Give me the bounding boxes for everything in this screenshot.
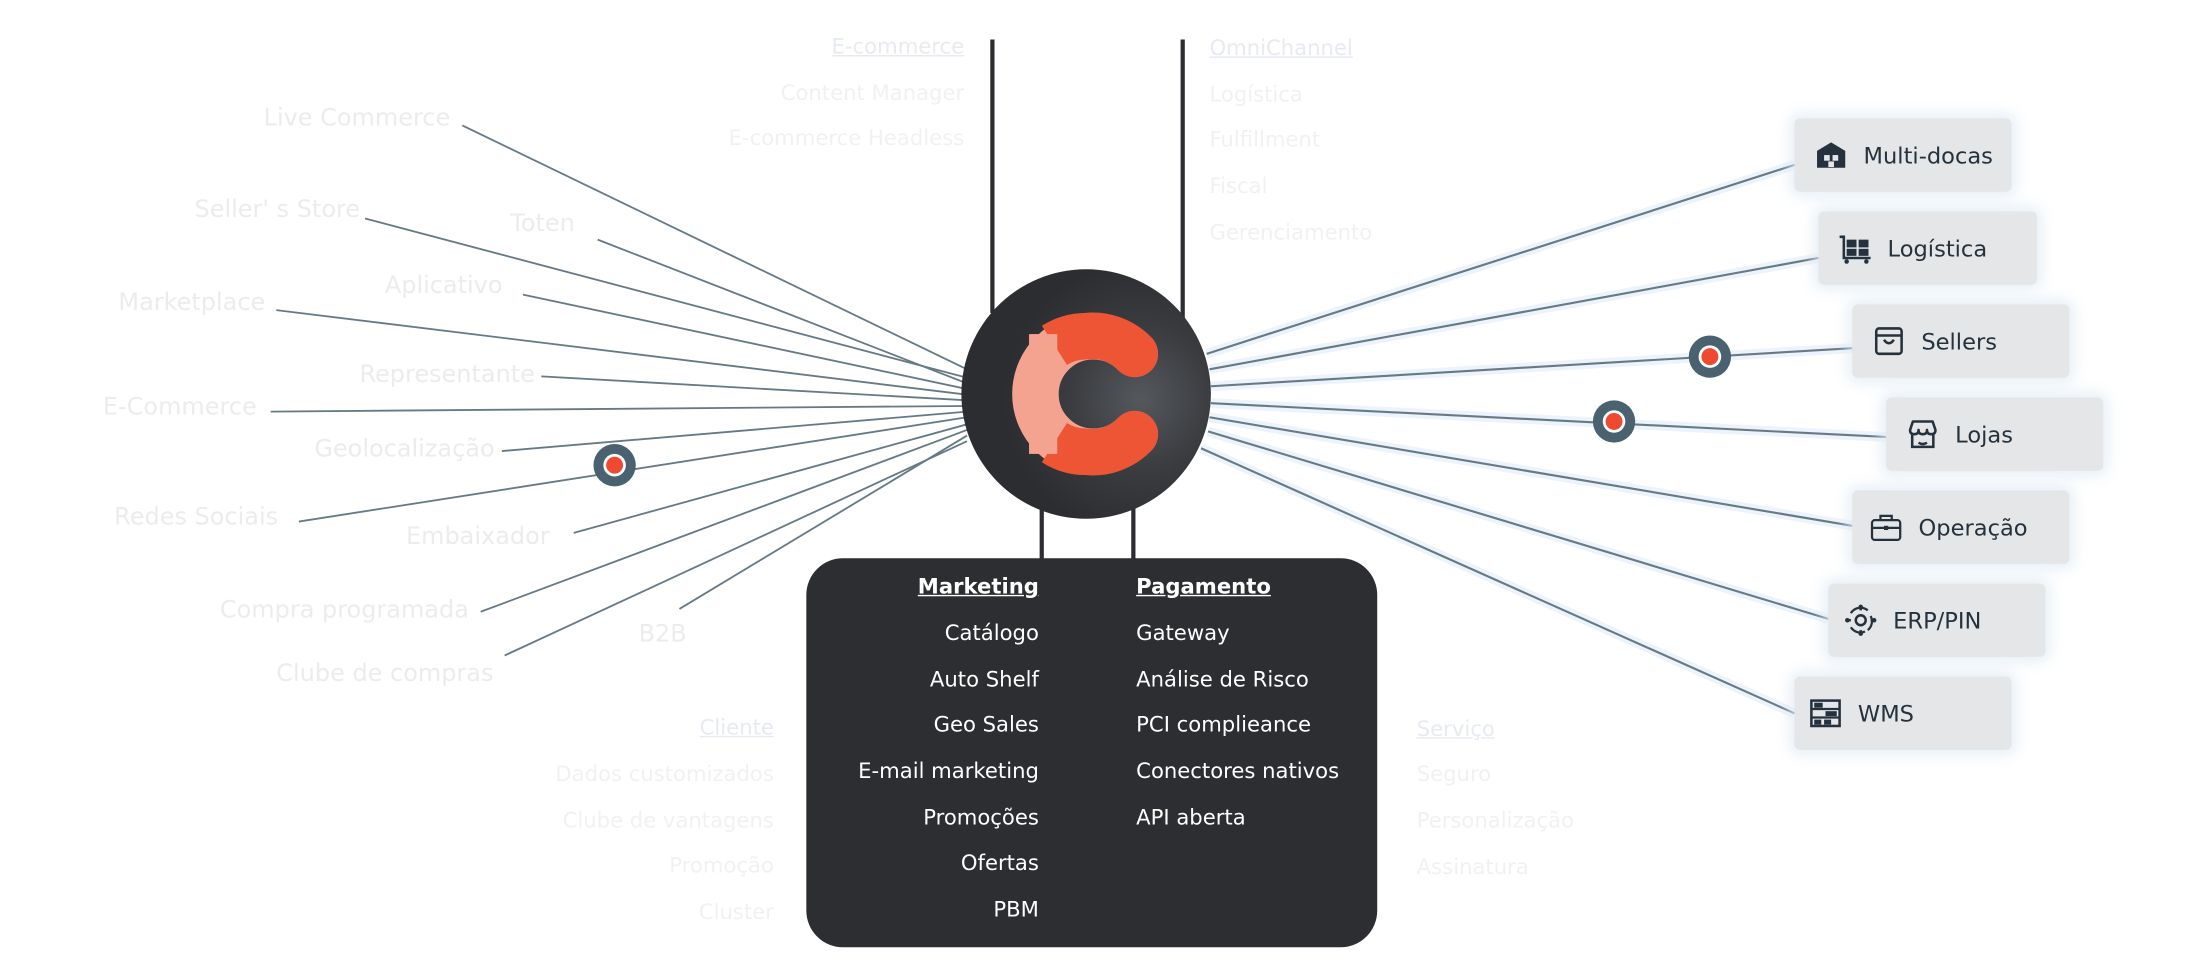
integration-card-sellers: Sellers <box>1852 304 2070 378</box>
line-multi-docas <box>1206 163 1795 355</box>
channel-label: Toten <box>510 210 575 239</box>
line-wms <box>1200 447 1795 715</box>
connector-dot <box>1688 335 1732 378</box>
channel-label: E-Commerce <box>102 393 257 422</box>
omnichannel-item: Gerenciamento <box>1209 219 1373 246</box>
channel-label: B2B <box>638 620 687 649</box>
servico-item: Seguro <box>1416 761 1492 787</box>
omnichannel-item: Fulfillment <box>1209 126 1321 153</box>
line-embaixador <box>573 423 968 534</box>
integration-label: WMS <box>1857 699 1914 727</box>
integration-label: Sellers <box>1921 327 1997 355</box>
integration-label: Lojas <box>1955 420 2014 448</box>
warehouse-icon <box>1814 138 1848 172</box>
cart-boxes-icon <box>1838 231 1872 265</box>
integration-card-operacao: Operação <box>1852 490 2070 564</box>
pagamento-heading: Pagamento <box>1136 573 1271 600</box>
ecommerce-heading: E-commerce <box>831 33 965 60</box>
services-box: Marketing Catálogo Auto Shelf Geo Sales … <box>806 558 1378 948</box>
marketing-item: PBM <box>993 896 1039 923</box>
integration-lines <box>1200 163 1887 715</box>
channel-label: Representante <box>359 360 535 390</box>
channel-label: Embaixador <box>405 522 550 552</box>
integration-label: Logística <box>1887 234 1988 262</box>
pagamento-item: API aberta <box>1136 804 1246 830</box>
integration-card-erp-pin: ERP/PIN <box>1828 583 2046 657</box>
integration-label: Multi-docas <box>1863 141 1993 169</box>
storefront-icon <box>1906 417 1940 451</box>
pagamento-item: Gateway <box>1136 620 1230 646</box>
marketing-item: Ofertas <box>960 850 1039 877</box>
line-compra-programada <box>480 429 968 613</box>
ecommerce-item: Content Manager <box>780 80 965 106</box>
line-sellers-store <box>364 217 968 379</box>
briefcase-icon <box>1869 510 1903 544</box>
channel-label: Redes Sociais <box>114 503 279 532</box>
line-clube-de-compras <box>504 440 968 657</box>
omnichannel-item: Fiscal <box>1209 173 1268 199</box>
line-lojas <box>1210 402 1887 439</box>
marketing-item: Geo Sales <box>933 712 1039 738</box>
line-b2b <box>678 434 968 610</box>
line-toten <box>597 238 968 385</box>
channel-label: Live Commerce <box>263 104 451 133</box>
marketing-item: Auto Shelf <box>929 666 1039 692</box>
marketing-heading: Marketing <box>917 573 1039 600</box>
shopping-bag-icon <box>1872 324 1906 358</box>
ecommerce-item: E-commerce Headless <box>728 125 965 151</box>
c-logo-icon <box>961 269 1211 519</box>
channel-label: Geolocalização <box>314 435 495 464</box>
integration-card-wms: WMS <box>1794 676 2012 750</box>
line-ecommerce <box>270 405 968 413</box>
integration-card-multi-docas: Multi-docas <box>1794 118 2012 192</box>
integration-card-lojas: Lojas <box>1886 397 2104 471</box>
integration-label: ERP/PIN <box>1893 606 1982 634</box>
channel-label: Aplicativo <box>384 272 503 301</box>
gear-network-icon <box>1844 603 1878 637</box>
marketing-item: Promoções <box>923 804 1039 830</box>
channel-label: Compra programada <box>219 596 469 625</box>
cliente-heading: Cliente <box>699 714 774 741</box>
connector-dot <box>593 444 636 487</box>
channel-label: Seller' s Store <box>194 195 361 225</box>
line-aplicativo <box>522 293 968 390</box>
line-logistica <box>1209 256 1819 371</box>
cliente-item: Dados customizados <box>555 761 774 787</box>
servico-heading: Serviço <box>1416 716 1495 742</box>
omnichannel-heading: OmniChannel <box>1209 35 1353 61</box>
pagamento-column: Pagamento Gateway Análise de Risco PCI c… <box>1136 569 1339 846</box>
marketing-item: Catálogo <box>944 620 1039 646</box>
servico-item: Personalização <box>1416 807 1575 834</box>
line-erp-pin <box>1207 430 1829 620</box>
shelves-icon <box>1809 696 1843 730</box>
servico-item: Assinatura <box>1416 854 1529 880</box>
channel-label: Marketplace <box>118 288 266 318</box>
line-sellers <box>1210 347 1853 388</box>
line-marketplace <box>276 309 968 396</box>
marketing-item: E-mail marketing <box>858 758 1039 784</box>
pagamento-item: Análise de Risco <box>1136 666 1309 692</box>
omnichannel-item: Logística <box>1209 81 1303 108</box>
cliente-item: Cluster <box>698 899 774 925</box>
integration-label: Operação <box>1918 513 2028 541</box>
line-live-commerce <box>461 124 968 371</box>
connector-dot <box>1592 400 1636 443</box>
channel-label: Clube de compras <box>276 659 494 688</box>
integration-card-logistica: Logística <box>1818 211 2037 285</box>
marketing-column: Marketing Catálogo Auto Shelf Geo Sales … <box>858 569 1039 938</box>
pagamento-item: PCI complieance <box>1136 712 1311 738</box>
pagamento-item: Conectores nativos <box>1136 758 1340 784</box>
cliente-item: Clube de vantagens <box>562 807 774 834</box>
line-representante <box>541 375 968 402</box>
cliente-item: Promoção <box>669 852 774 879</box>
line-operacao <box>1209 416 1853 527</box>
line-geolocalizacao <box>501 410 968 453</box>
